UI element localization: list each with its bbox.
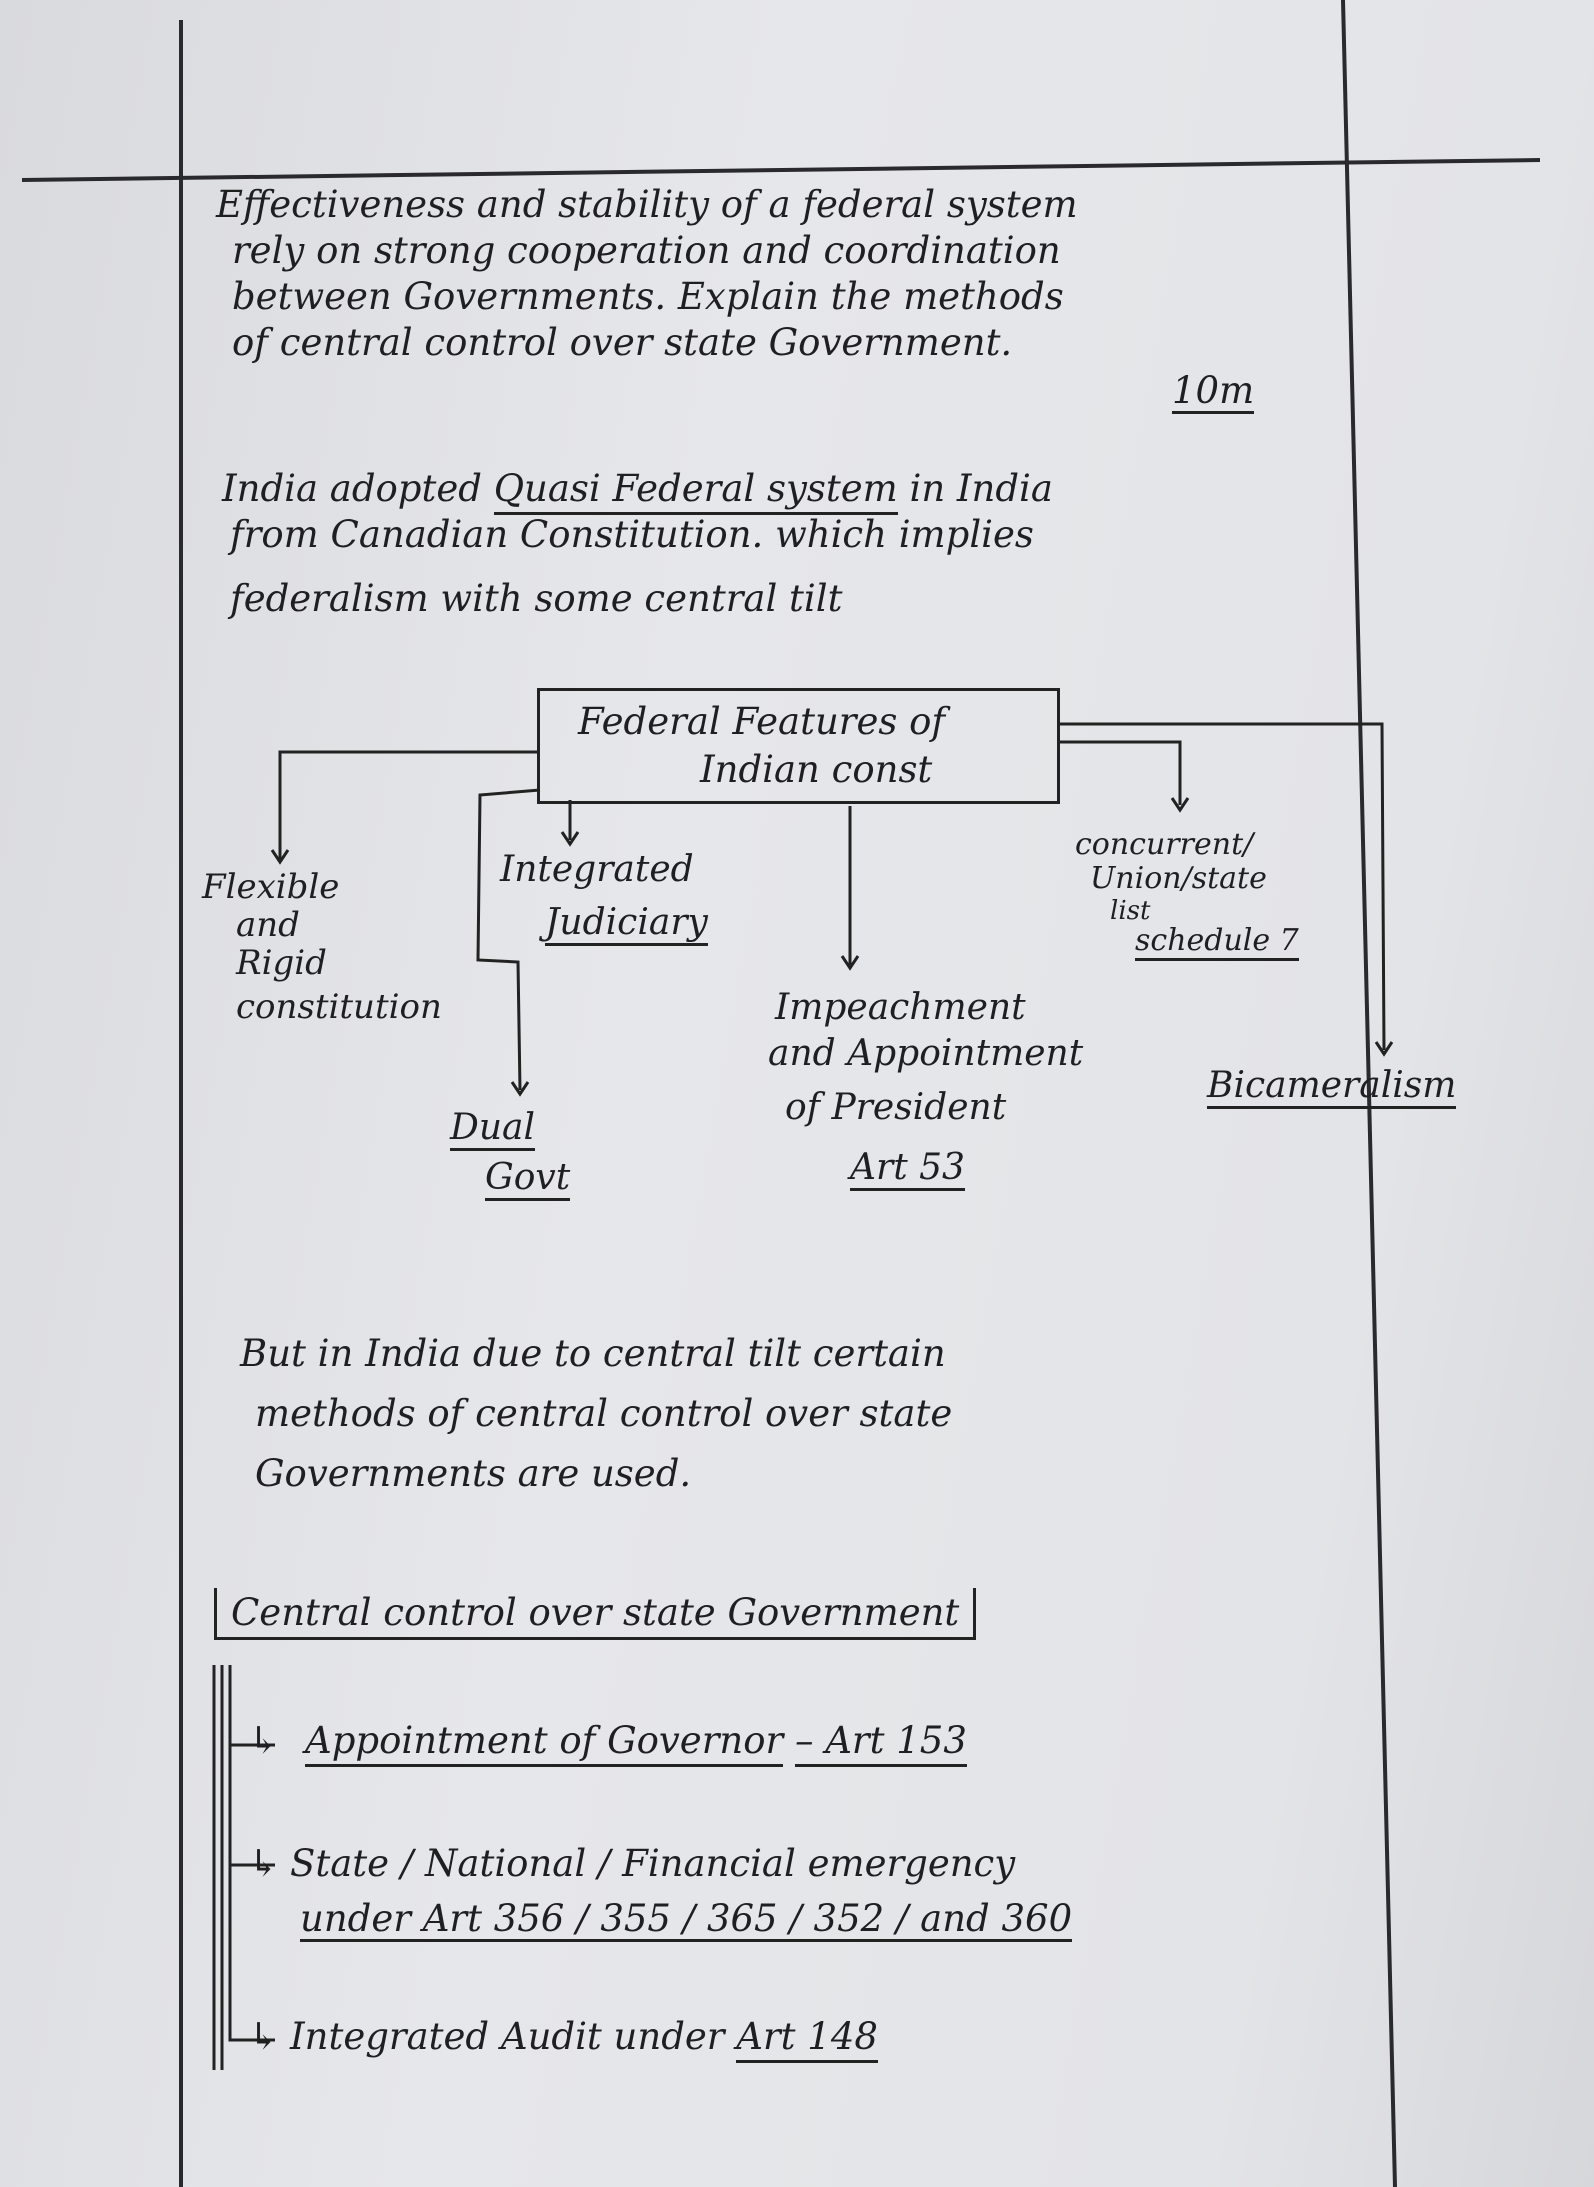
node-text: concurrent/ (1075, 827, 1254, 862)
control-heading: Central control over state Government (214, 1588, 977, 1640)
control-item: State / National / Financial emergency (290, 1842, 1016, 1885)
arrow-icon: ↳ (248, 1719, 280, 1762)
transition-line: But in India due to central tilt certain (240, 1332, 946, 1375)
node-text: schedule 7 (1135, 926, 1299, 961)
question-line: Effectiveness and stability of a federal… (216, 183, 1078, 226)
intro-text: in India (897, 467, 1053, 510)
item-label: Appointment of Governor (305, 1719, 784, 1767)
node-text: Integrated (500, 849, 694, 890)
control-item: Appointment of Governor – Art 153 (305, 1719, 967, 1767)
control-item-ref: under Art 356 / 355 / 365 / 352 / and 36… (300, 1897, 1073, 1942)
intro-line-1: India adopted Quasi Federal system in In… (222, 467, 1053, 515)
node-bicameralism: Bicameralism (1207, 1068, 1457, 1109)
node-text: Govt (485, 1160, 571, 1201)
intro-text: India adopted (222, 467, 494, 510)
arrow-icon: ↳ (248, 1842, 280, 1885)
node-text: Union/state (1090, 861, 1267, 896)
node-text: list (1110, 896, 1151, 926)
intro-line-3: federalism with some central tilt (230, 577, 843, 620)
node-text: Impeachment (775, 987, 1026, 1028)
intro-line-2: from Canadian Constitution. which implie… (230, 513, 1034, 556)
question-line: rely on strong cooperation and coordinat… (232, 229, 1061, 272)
item-ref: Art 148 (736, 2015, 878, 2063)
transition-line: methods of central control over state (255, 1392, 953, 1435)
question-line: between Governments. Explain the methods (232, 275, 1064, 318)
node-text: constitution (236, 987, 442, 1027)
marks-label: 10m (1172, 369, 1255, 414)
node-text: Judiciary (545, 905, 708, 946)
center-label: Federal Features of (578, 700, 946, 743)
arrow-icon: ↳ (248, 2015, 280, 2058)
center-label: Indian const (700, 748, 933, 791)
node-text: and Appointment (768, 1033, 1084, 1074)
node-text: Art 53 (850, 1150, 965, 1191)
node-text: Flexible (202, 867, 340, 907)
item-ref: – Art 153 (794, 1719, 967, 1767)
diagram-center-box: Federal Features of Indian const (537, 688, 1060, 804)
item-label: Integrated Audit under (290, 2015, 725, 2058)
question-line: of central control over state Government… (232, 321, 1013, 364)
node-text: of President (785, 1087, 1007, 1128)
transition-line: Governments are used. (255, 1452, 692, 1495)
quasi-federal-term: Quasi Federal system (493, 467, 898, 515)
node-text: Rigid (236, 943, 327, 983)
node-text: Dual (450, 1110, 536, 1151)
control-item: Integrated Audit under Art 148 (290, 2015, 878, 2063)
node-text: and (236, 905, 300, 945)
